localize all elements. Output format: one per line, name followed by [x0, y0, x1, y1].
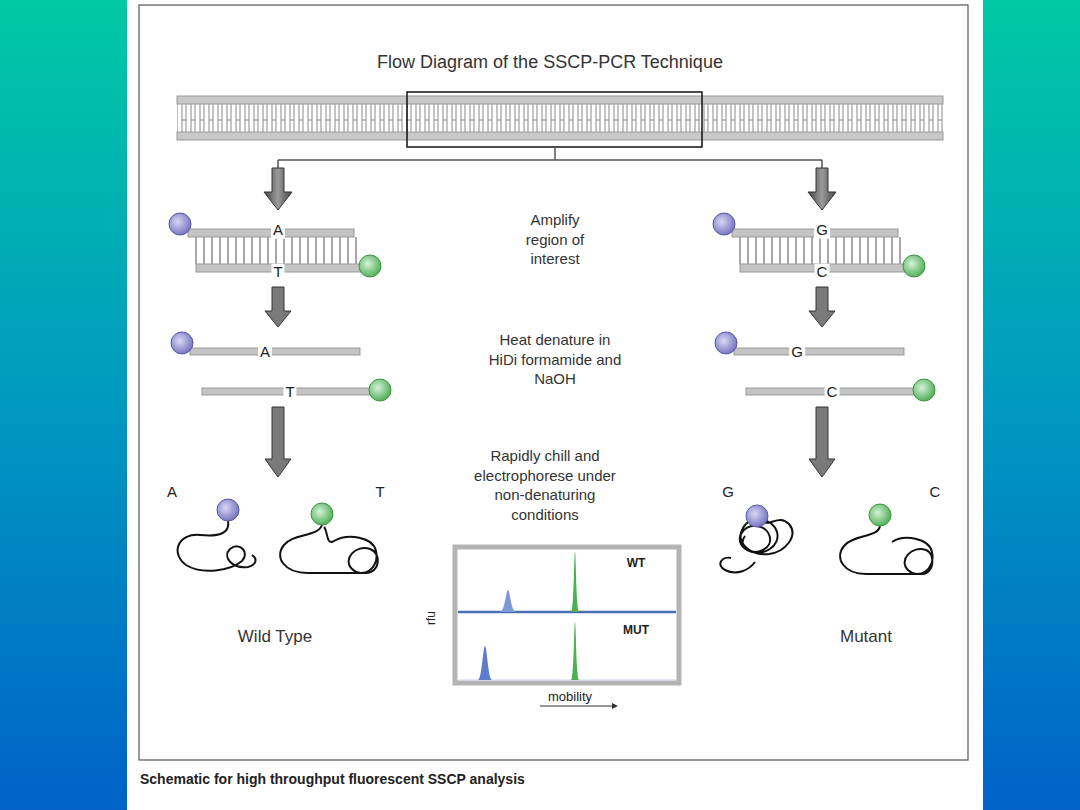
dna-double-helix	[177, 96, 943, 104]
dna-double-helix	[177, 92, 943, 210]
electropherogram	[540, 706, 612, 707]
single-strands	[715, 332, 737, 354]
step-label: Heat denature in HiDi formamide and NaOH	[488, 330, 623, 389]
axis-label: rfu	[425, 611, 438, 625]
electropherogram	[455, 547, 679, 709]
chart-panel: MUT	[458, 615, 676, 680]
strand-group: AT	[158, 480, 398, 585]
pcr-duplex	[359, 255, 381, 277]
trace-label: MUT	[623, 624, 649, 637]
pcr-duplex	[192, 237, 358, 264]
base-letter: T	[271, 264, 284, 281]
folded-strands	[869, 504, 891, 526]
dna-double-helix	[177, 104, 943, 132]
diagram-title: Flow Diagram of the SSCP-PCR Technique	[377, 52, 723, 73]
dna-double-helix	[808, 168, 836, 210]
pcr-duplex	[736, 237, 902, 264]
base-letter: C	[930, 484, 941, 501]
folded-strands	[311, 503, 333, 525]
folded-strands	[840, 526, 932, 574]
folded-strands	[746, 505, 768, 527]
sample-label: Mutant	[796, 626, 936, 648]
folded-strands	[217, 499, 239, 521]
base-letter: A	[258, 344, 272, 361]
process-arrow	[809, 287, 835, 327]
step-label: Rapidly chill and electrophorese under n…	[459, 446, 631, 524]
base-letter: C	[815, 264, 830, 281]
single-strands	[171, 332, 391, 401]
chart-panel: WT	[458, 550, 676, 613]
folded-strands	[178, 521, 256, 571]
base-letter: T	[375, 484, 384, 501]
strand-group: GC	[712, 212, 932, 284]
base-letter: G	[722, 484, 734, 501]
single-strands	[369, 379, 391, 401]
strand-group: AT	[168, 330, 388, 404]
pcr-duplex	[713, 213, 735, 235]
electropherogram	[455, 547, 679, 683]
sample-label: Wild Type	[205, 626, 345, 648]
electropherogram	[478, 646, 492, 680]
dna-double-helix	[264, 168, 292, 210]
process-arrow	[265, 287, 291, 327]
electropherogram	[500, 590, 516, 612]
base-letter: A	[271, 222, 285, 239]
base-letter: T	[283, 384, 296, 401]
single-strands	[171, 332, 193, 354]
dna-double-helix	[278, 147, 822, 168]
strand-group: GC	[702, 480, 943, 585]
axis-title: mobility	[548, 690, 592, 704]
strand-group: AT	[168, 212, 388, 284]
strand-group: GC	[712, 330, 932, 404]
folded-strands	[280, 525, 378, 573]
process-arrow	[265, 407, 291, 477]
chart-frame: rfumobilityWTMUT	[453, 545, 681, 685]
electropherogram	[571, 552, 579, 612]
single-strands	[913, 379, 935, 401]
base-letter: C	[825, 384, 840, 401]
figure-caption: Schematic for high throughput fluorescen…	[140, 771, 525, 787]
frame	[139, 5, 968, 760]
pcr-duplex	[903, 255, 925, 277]
base-letter: G	[814, 222, 830, 239]
electropherogram	[571, 622, 579, 680]
step-label: Amplify region of interest	[510, 210, 600, 269]
electropherogram	[612, 703, 618, 709]
single-strands	[715, 332, 935, 401]
dna-double-helix	[407, 92, 702, 147]
base-letter: G	[789, 344, 805, 361]
pcr-duplex	[169, 213, 191, 235]
dna-double-helix	[177, 132, 943, 140]
process-arrow	[809, 407, 835, 477]
single-strands	[734, 348, 904, 355]
electropherogram	[458, 611, 676, 614]
single-strands	[190, 348, 360, 355]
trace-label: WT	[627, 557, 646, 570]
base-letter: A	[167, 484, 177, 501]
